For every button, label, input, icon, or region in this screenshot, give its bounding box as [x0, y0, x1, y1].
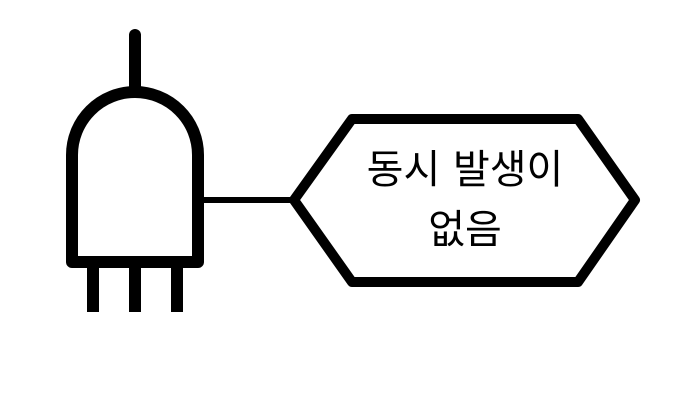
and-gate-symbol: [66, 86, 204, 268]
condition-label-line-2: 없음: [428, 207, 502, 253]
condition-hexagon: [289, 114, 640, 287]
condition-label: 동시 발생이 없음: [300, 140, 630, 260]
condition-label-line-1: 동시 발생이: [366, 147, 564, 193]
